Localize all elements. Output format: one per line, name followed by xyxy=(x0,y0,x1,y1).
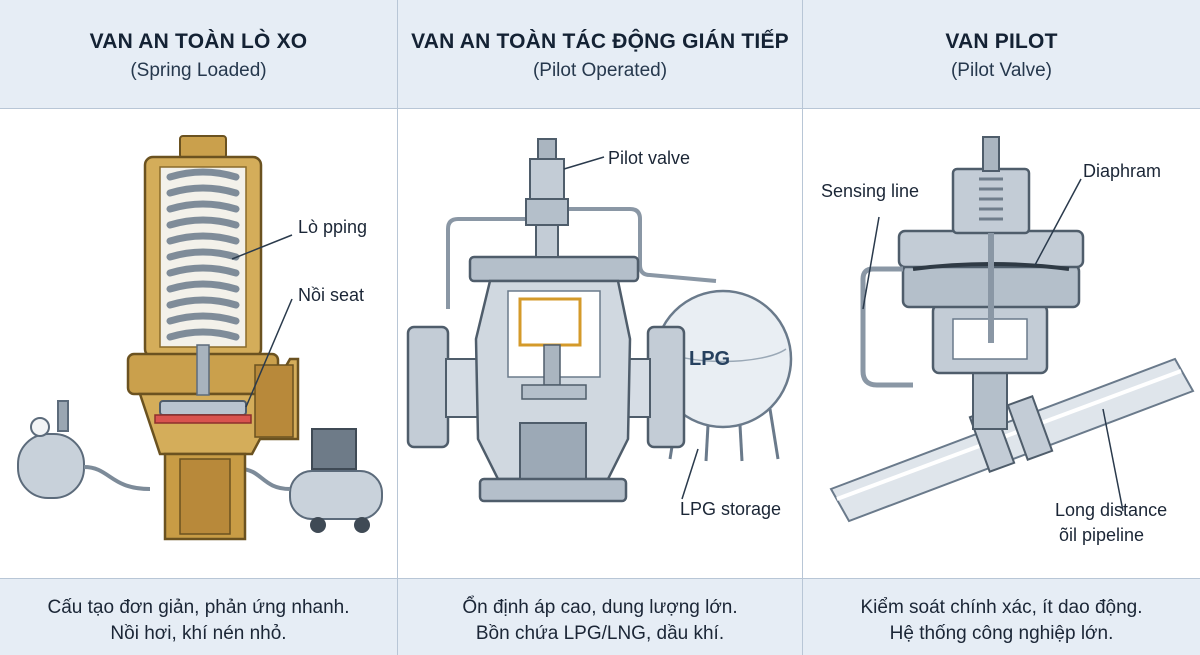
callout-seat: Nồi seat xyxy=(245,285,364,408)
callout-diaphragm: Diaphram xyxy=(1034,161,1161,266)
column-header: VAN AN TOÀN TÁC ĐỘNG GIÁN TIẾP (Pilot Op… xyxy=(398,0,802,109)
callout-pipeline: Long distance õil pipeline xyxy=(1055,408,1167,545)
column-title: VAN AN TOÀN LÒ XO xyxy=(89,30,308,53)
description-line-2: Nồi hơi, khí nén nhỏ. xyxy=(110,623,287,644)
label-pipeline-1: Long distance xyxy=(1055,500,1167,520)
column-description: Cấu tạo đơn giản, phản ứng nhanh. Nồi hơ… xyxy=(0,578,397,655)
label-pilot-valve: Pilot valve xyxy=(608,148,690,168)
callout-pilot-valve: Pilot valve xyxy=(563,148,690,170)
column-subtitle: (Pilot Operated) xyxy=(532,60,668,81)
pilot-valve-body xyxy=(897,136,1085,430)
description-line-2: Hệ thống công nghiệp lớn. xyxy=(889,623,1114,644)
column-pilot-valve: VAN PILOT (Pilot Valve) xyxy=(803,0,1200,655)
label-diaphragm: Diaphram xyxy=(1083,161,1161,181)
boiler-tank-icon xyxy=(17,400,151,499)
description-line-1: Ổn định áp cao, dung lượng lớn. xyxy=(462,597,738,618)
label-lpg-storage: LPG storage xyxy=(680,499,781,519)
pilot-valve-illustration: Sensing line Diaphram Long distance õil … xyxy=(803,109,1200,578)
description-line-2: Bồn chứa LPG/LNG, dầu khí. xyxy=(475,623,725,644)
label-pipeline-2: õil pipeline xyxy=(1059,525,1144,545)
pilot-valve-icon xyxy=(525,138,569,258)
column-description: Ổn định áp cao, dung lượng lớn. Bồn chứa… xyxy=(398,578,802,655)
spring-valve-body xyxy=(126,135,300,541)
label-spring: Lò pping xyxy=(298,217,367,237)
pilot-operated-illustration: LPG xyxy=(398,109,802,578)
description-line-1: Cấu tạo đơn giản, phản ứng nhanh. xyxy=(47,597,350,618)
column-pilot-operated: VAN AN TOÀN TÁC ĐỘNG GIÁN TIẾP (Pilot Op… xyxy=(398,0,803,655)
spring-valve-illustration: Lò pping Nồi seat xyxy=(0,109,397,578)
label-sensing-line: Sensing line xyxy=(821,181,919,201)
column-header: VAN PILOT (Pilot Valve) xyxy=(803,0,1200,109)
callout-lpg-storage: LPG storage xyxy=(680,448,781,519)
valve-seat-icon xyxy=(154,400,252,424)
callout-sensing-line: Sensing line xyxy=(821,181,919,310)
column-spring-loaded: VAN AN TOÀN LÒ XO (Spring Loaded) xyxy=(0,0,398,655)
column-description: Kiểm soát chính xác, ít dao động. Hệ thố… xyxy=(803,578,1200,655)
column-title: VAN PILOT xyxy=(945,30,1058,53)
callout-spring: Lò pping xyxy=(231,217,367,260)
air-compressor-icon xyxy=(239,428,383,533)
spring-coil-icon xyxy=(166,168,240,396)
pilot-operated-valve-body xyxy=(406,255,686,503)
column-title: VAN AN TOÀN TÁC ĐỘNG GIÁN TIẾP xyxy=(411,30,789,53)
description-line-1: Kiểm soát chính xác, ít dao động. xyxy=(860,597,1143,618)
label-lpg-tank: LPG xyxy=(689,348,730,370)
column-header: VAN AN TOÀN LÒ XO (Spring Loaded) xyxy=(0,0,397,109)
pipeline-icon xyxy=(829,357,1195,523)
label-seat: Nồi seat xyxy=(298,285,364,305)
column-subtitle: (Spring Loaded) xyxy=(130,60,267,81)
column-subtitle: (Pilot Valve) xyxy=(950,60,1052,81)
